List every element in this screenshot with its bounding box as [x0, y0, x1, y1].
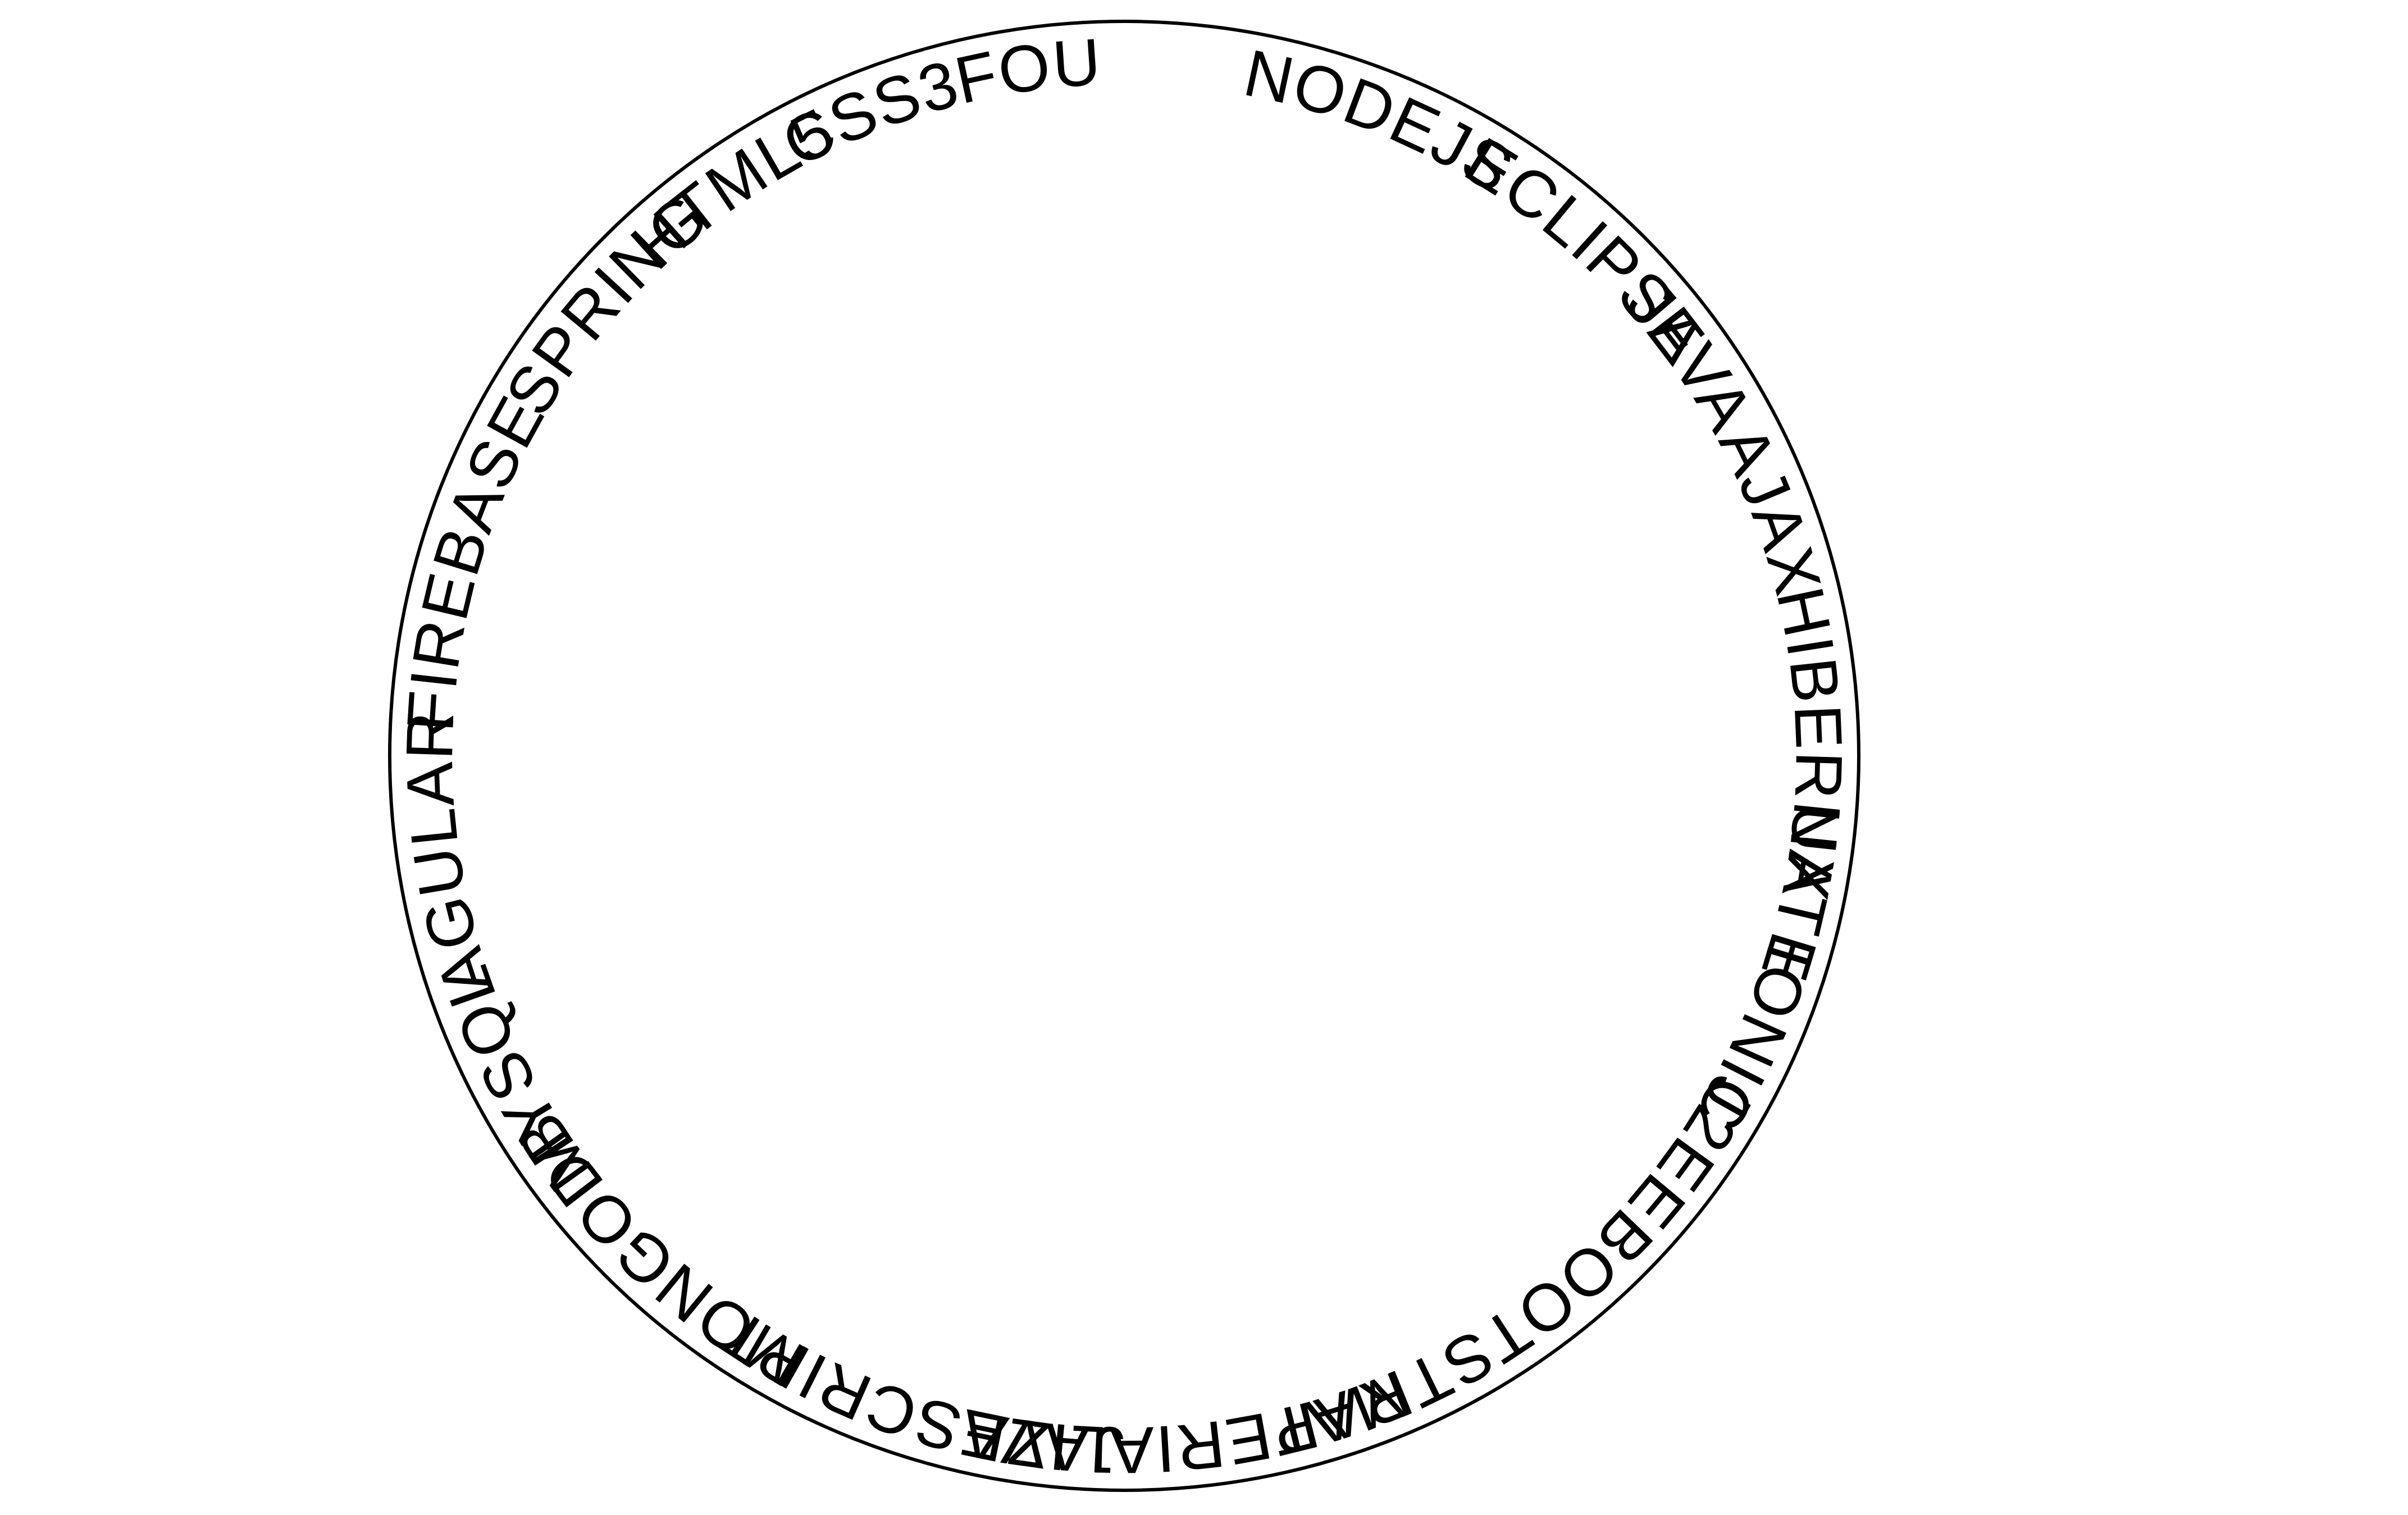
ring-word: AGULAR	[393, 710, 507, 1005]
ring-circle	[388, 20, 1860, 1492]
ring-word: SPRING	[491, 179, 722, 428]
ring-word: J2EE	[1613, 1064, 1769, 1243]
ring-words: HTML5CSS3FOUNDATIONNODEJSECLIPSEJAVAAJAX…	[0, 0, 1855, 1487]
